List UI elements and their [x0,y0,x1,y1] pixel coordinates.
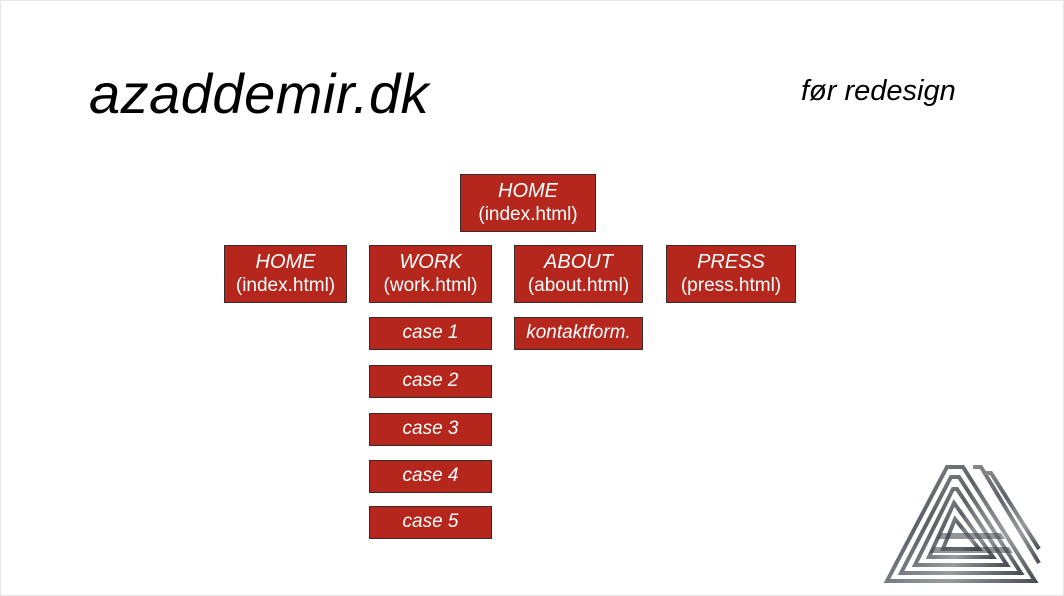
work-child-node: case 1 [369,317,492,350]
node-file: (index.html) [235,274,336,296]
sitemap-root-node: HOME (index.html) [460,174,596,232]
subtitle: før redesign [801,75,956,107]
node-file: (press.html) [680,274,782,296]
node-label: case 4 [402,465,459,487]
page-node-press: PRESS (press.html) [666,245,796,303]
about-child-node: kontaktform. [514,317,643,350]
node-label: kontaktform. [526,322,631,344]
node-label: case 3 [402,418,459,440]
node-label: HOME [255,251,316,273]
node-file: (index.html) [478,203,578,225]
node-file: (work.html) [383,274,478,296]
page-node-work: WORK (work.html) [369,245,492,303]
site-title: azaddemir.dk [89,62,430,125]
page-node-about: ABOUT (about.html) [514,245,643,303]
work-child-node: case 2 [369,365,492,398]
node-label: ABOUT [544,251,613,273]
node-label: PRESS [697,251,765,273]
triangle-logo-icon [883,465,1041,583]
node-label: case 1 [402,322,459,344]
node-label: WORK [399,251,462,273]
page-node-home: HOME (index.html) [224,245,347,303]
node-file: (about.html) [527,274,630,296]
work-child-node: case 5 [369,506,492,539]
node-label: case 2 [402,370,459,392]
node-label: HOME [498,180,558,202]
work-child-node: case 4 [369,460,492,493]
work-child-node: case 3 [369,413,492,446]
node-label: case 5 [402,511,459,533]
